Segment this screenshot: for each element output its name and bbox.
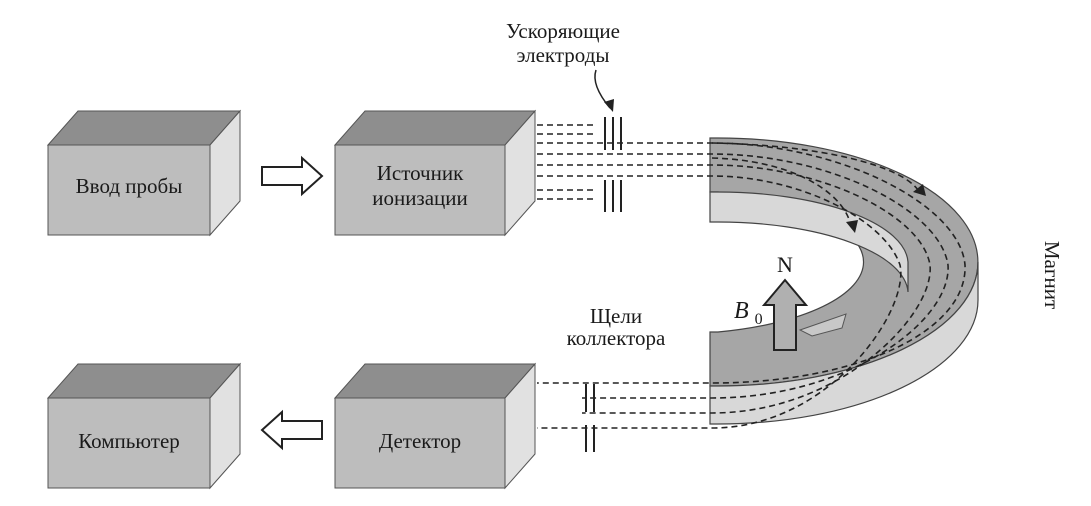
ion-source-label-line2: ионизации — [372, 186, 468, 210]
collector-slits: Щели коллектора — [567, 304, 666, 452]
detector-block: Детектор — [333, 362, 537, 490]
accelerating-electrodes: Ускоряющие электроды — [506, 19, 622, 212]
collector-slits-label-line2: коллектора — [567, 326, 666, 350]
sample-inlet-block: Ввод пробы — [46, 109, 242, 237]
sample-inlet-label: Ввод пробы — [76, 174, 183, 198]
field-arrow-up-icon — [761, 278, 809, 351]
detector-label: Детектор — [379, 429, 461, 453]
computer-block: Компьютер — [46, 362, 242, 490]
field-symbol-subscript: 0 — [755, 311, 763, 328]
field-symbol-main: B — [734, 298, 749, 324]
flow-arrow-left-icon — [260, 409, 323, 451]
magnet-label: Магнит — [1040, 241, 1064, 309]
magnet — [709, 137, 979, 425]
field-symbol-label: B 0 — [734, 298, 763, 328]
flow-arrow-right-icon — [261, 155, 324, 197]
collector-slits-label-line1: Щели — [590, 304, 642, 328]
magnetic-field: N B 0 — [734, 252, 809, 351]
accelerating-electrodes-label-line2: электроды — [517, 43, 610, 67]
ion-beams — [537, 124, 966, 429]
ion-source-label-line1: Источник — [377, 161, 464, 185]
computer-label: Компьютер — [78, 429, 180, 453]
accelerating-electrodes-label-line1: Ускоряющие — [506, 19, 620, 43]
ion-source-block: Источник ионизации — [333, 109, 537, 237]
north-pole-label: N — [777, 252, 793, 277]
